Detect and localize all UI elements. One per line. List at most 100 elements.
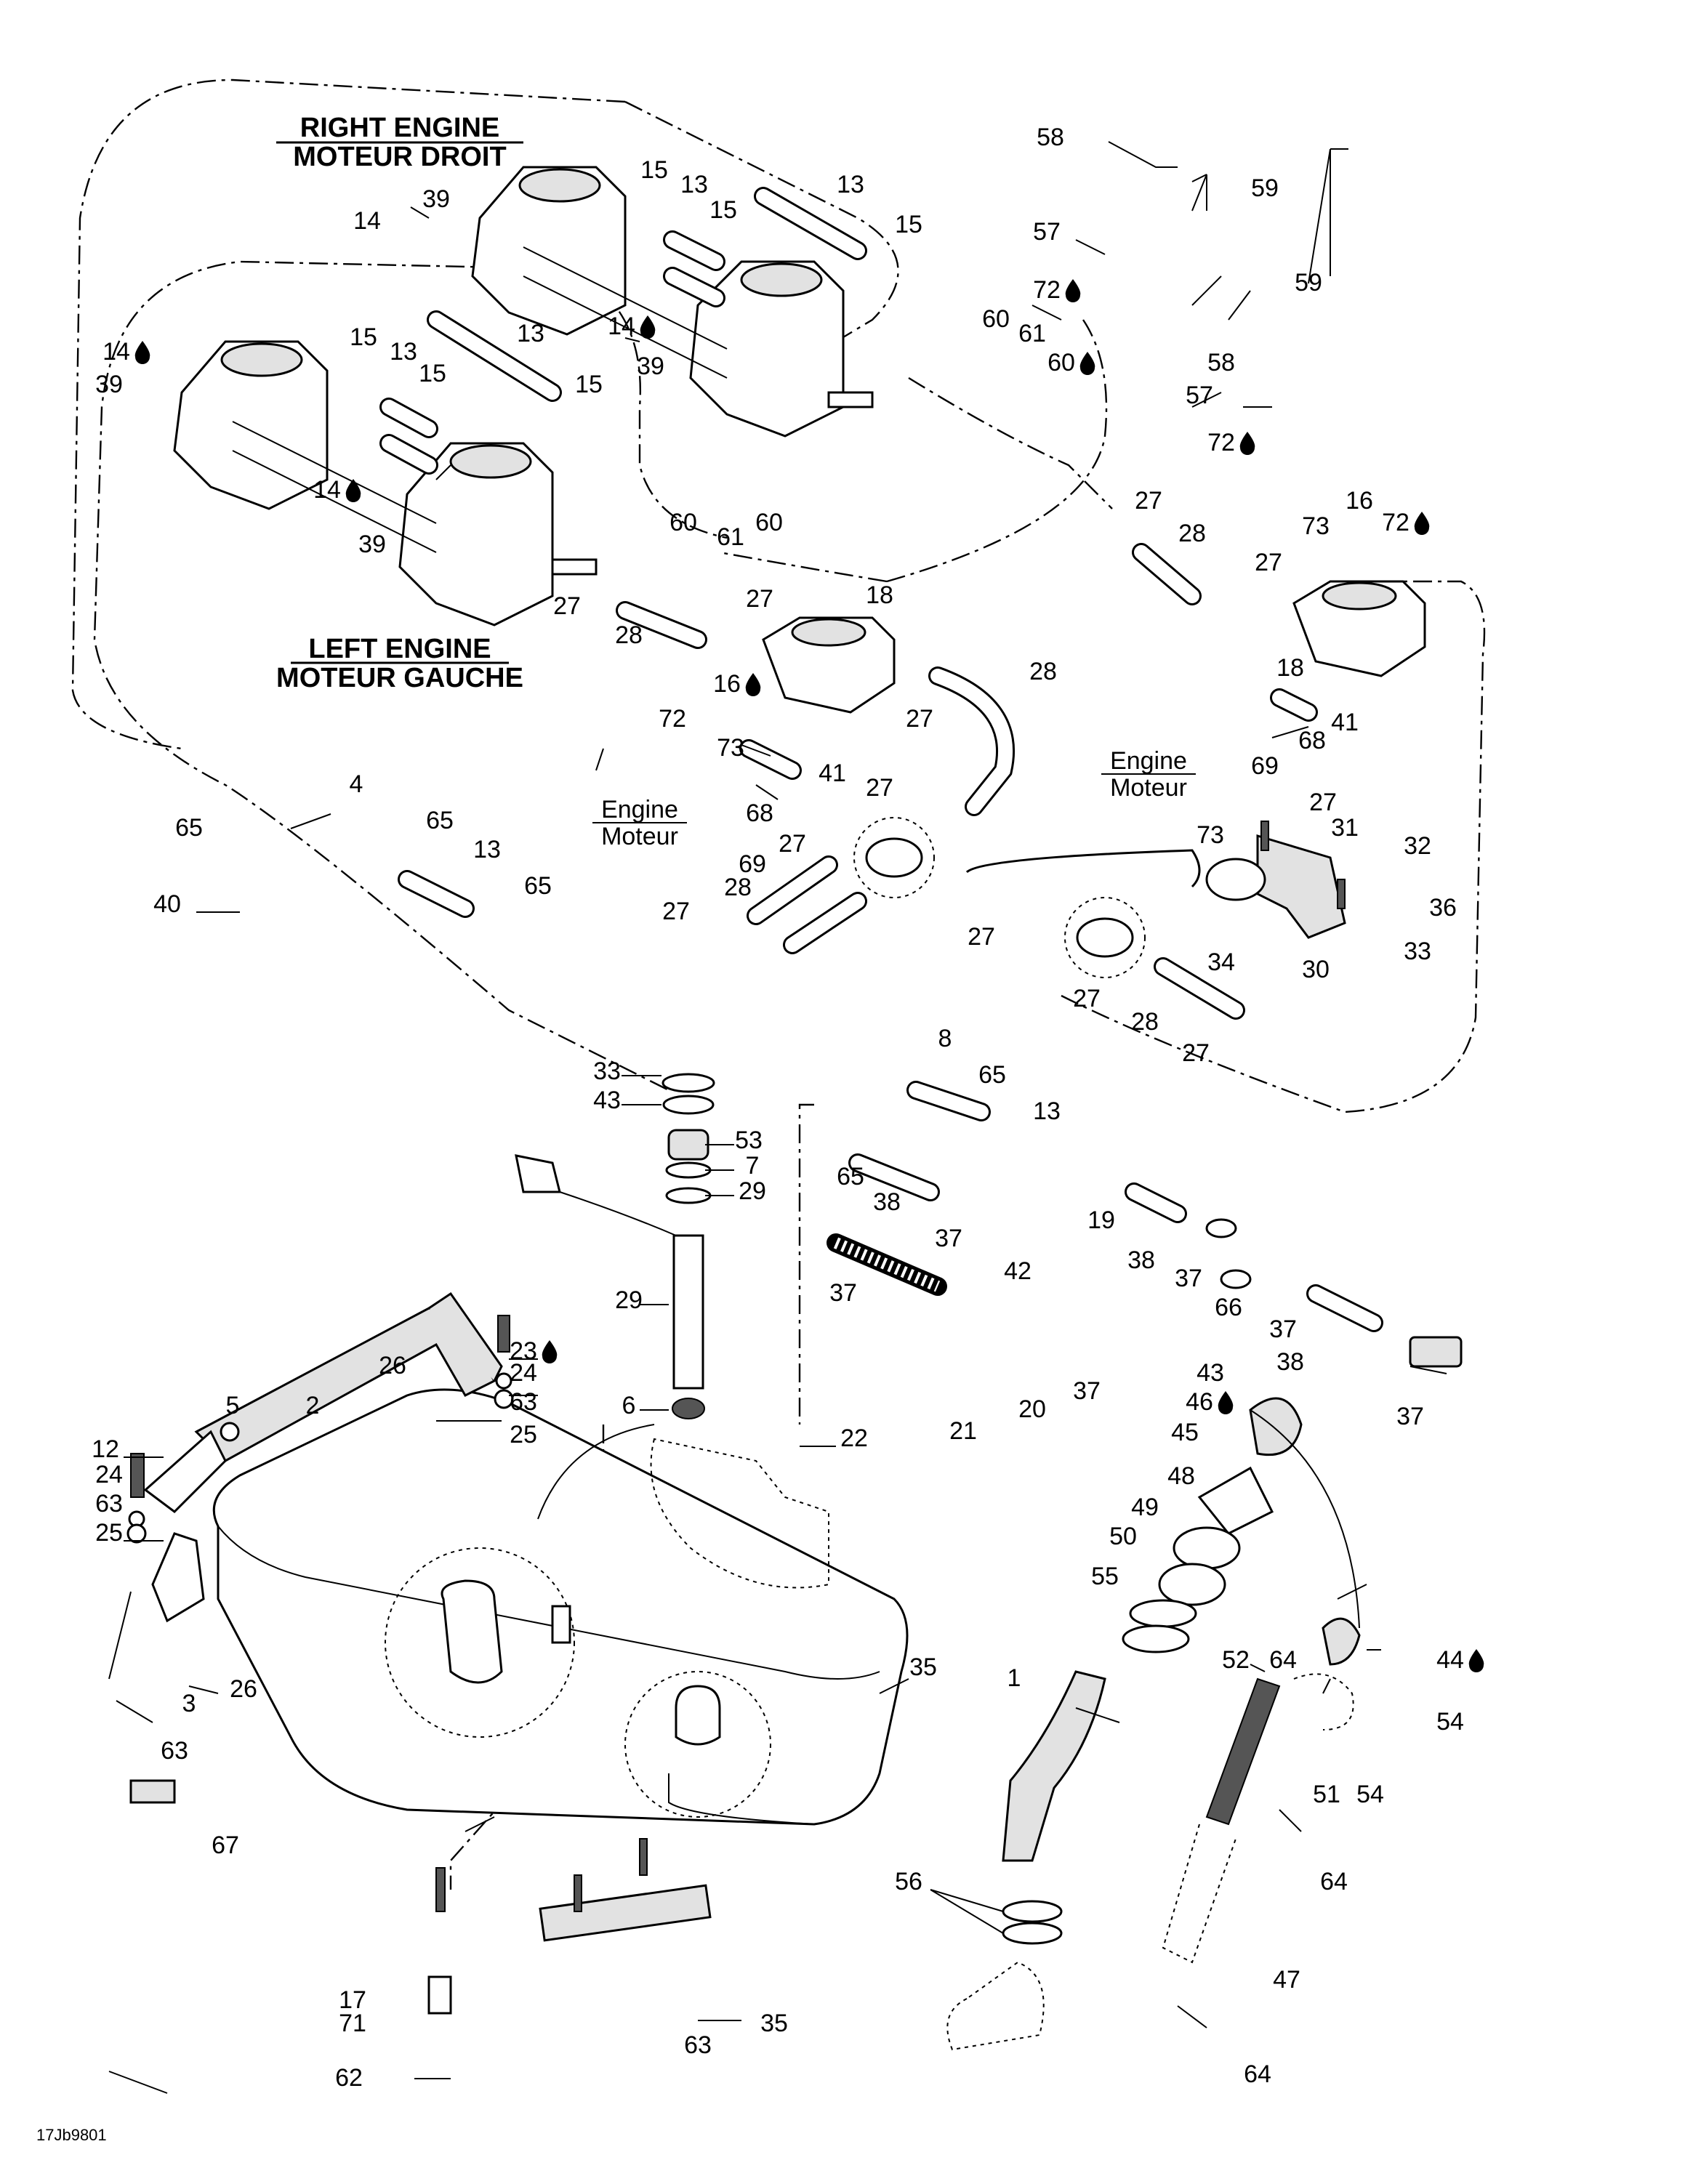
callout-63: 63 <box>510 1388 537 1416</box>
callout-60: 60 <box>755 509 783 536</box>
callout-12: 12 <box>92 1435 119 1463</box>
callout-35: 35 <box>760 2010 788 2037</box>
tank-strap-assembly <box>108 1292 514 1804</box>
callout-47: 47 <box>1273 1966 1300 1994</box>
callout-13: 13 <box>473 836 501 863</box>
callout-1: 1 <box>1008 1664 1021 1692</box>
callout-69: 69 <box>1251 752 1279 780</box>
callout-64: 64 <box>1244 2060 1271 2088</box>
balance-tubes <box>379 187 867 475</box>
callout-38: 38 <box>1127 1246 1155 1274</box>
callout-66: 66 <box>1215 1294 1242 1321</box>
callout-39: 39 <box>422 185 450 213</box>
leader-lines <box>108 141 1447 2094</box>
callout-13: 13 <box>390 338 417 366</box>
callout-37: 37 <box>829 1279 857 1307</box>
callout-15: 15 <box>640 156 668 184</box>
callout-54: 54 <box>1356 1781 1384 1808</box>
callout-27: 27 <box>1309 789 1337 816</box>
callout-35: 35 <box>909 1653 937 1681</box>
callout-28: 28 <box>724 874 752 901</box>
filler-neck-assembly <box>1002 1397 1361 1964</box>
callout-24: 24 <box>95 1461 123 1488</box>
callout-37: 37 <box>935 1225 962 1252</box>
callout-15: 15 <box>419 360 446 387</box>
callout-72: 72 <box>1033 276 1061 304</box>
engine-direction-notes: Engine Moteur Engine Moteur <box>592 747 1196 850</box>
drop-icon <box>1065 279 1081 302</box>
callout-3: 3 <box>182 1690 196 1717</box>
callout-37: 37 <box>1396 1403 1424 1430</box>
callout-64: 64 <box>1320 1868 1348 1895</box>
callout-65: 65 <box>524 872 552 900</box>
callout-53: 53 <box>735 1127 763 1154</box>
callout-68: 68 <box>746 799 773 827</box>
callout-39: 39 <box>358 531 386 558</box>
drop-icon <box>745 673 761 696</box>
drop-icon <box>542 1340 558 1363</box>
callout-16: 16 <box>713 670 741 698</box>
drop-icon <box>1239 432 1255 455</box>
callout-14: 14 <box>353 207 381 235</box>
callout-13: 13 <box>680 171 708 198</box>
callout-71: 71 <box>339 2010 366 2037</box>
callout-73: 73 <box>1302 512 1330 540</box>
callout-48: 48 <box>1167 1462 1195 1490</box>
callout-24: 24 <box>510 1359 537 1387</box>
callout-16: 16 <box>1346 487 1373 515</box>
callout-69: 69 <box>739 850 766 878</box>
callout-58: 58 <box>1037 124 1064 151</box>
callout-38: 38 <box>873 1188 901 1216</box>
callout-50: 50 <box>1109 1523 1137 1550</box>
callout-57: 57 <box>1033 218 1061 246</box>
callout-2: 2 <box>306 1392 320 1419</box>
note-moteur-left: Moteur <box>601 823 678 850</box>
callout-60: 60 <box>1047 349 1075 376</box>
callout-27: 27 <box>779 830 806 858</box>
callout-43: 43 <box>1197 1359 1224 1387</box>
engine-headings: RIGHT ENGINE MOTEUR DROIT LEFT ENGINE MO… <box>276 113 523 693</box>
right-engine-carburetors <box>471 166 874 438</box>
callout-44: 44 <box>1436 1646 1464 1674</box>
callout-33: 33 <box>1404 938 1431 965</box>
callout-23: 23 <box>510 1337 537 1365</box>
callout-40: 40 <box>153 890 181 918</box>
callout-27: 27 <box>1073 985 1101 1012</box>
callout-15: 15 <box>350 323 377 351</box>
fuel-valve-assembly <box>1205 821 1346 939</box>
fuel-tank <box>212 1388 909 1826</box>
heading-left-engine: LEFT ENGINE <box>308 634 491 664</box>
callout-61: 61 <box>1018 320 1046 347</box>
note-engine-left: Engine <box>601 796 678 823</box>
callout-57: 57 <box>1186 382 1213 409</box>
callout-61: 61 <box>717 523 744 551</box>
callout-15: 15 <box>895 211 922 238</box>
heading-moteur-droit: MOTEUR DROIT <box>293 142 506 172</box>
callout-49: 49 <box>1131 1494 1159 1521</box>
callout-37: 37 <box>1073 1377 1101 1405</box>
callout-65: 65 <box>837 1163 864 1190</box>
left-engine-carburetors <box>173 340 598 626</box>
callout-55: 55 <box>1091 1563 1119 1590</box>
heading-moteur-gauche: MOTEUR GAUCHE <box>276 663 523 693</box>
callout-64: 64 <box>1269 1646 1297 1674</box>
fuel-pumps <box>762 580 1426 714</box>
callout-63: 63 <box>684 2031 712 2059</box>
callout-28: 28 <box>615 621 643 649</box>
callout-63: 63 <box>161 1737 188 1765</box>
callout-31: 31 <box>1331 814 1359 842</box>
callout-60: 60 <box>669 509 697 536</box>
callout-60: 60 <box>982 305 1010 333</box>
callout-27: 27 <box>553 592 581 620</box>
callout-62: 62 <box>335 2064 363 2092</box>
callout-63: 63 <box>95 1490 123 1518</box>
callout-65: 65 <box>426 807 454 834</box>
callout-37: 37 <box>1269 1315 1297 1343</box>
callout-14: 14 <box>608 313 635 340</box>
callout-13: 13 <box>837 171 864 198</box>
callout-72: 72 <box>1382 509 1409 536</box>
callout-28: 28 <box>1178 520 1206 547</box>
callout-15: 15 <box>709 196 737 224</box>
callout-45: 45 <box>1171 1419 1199 1446</box>
